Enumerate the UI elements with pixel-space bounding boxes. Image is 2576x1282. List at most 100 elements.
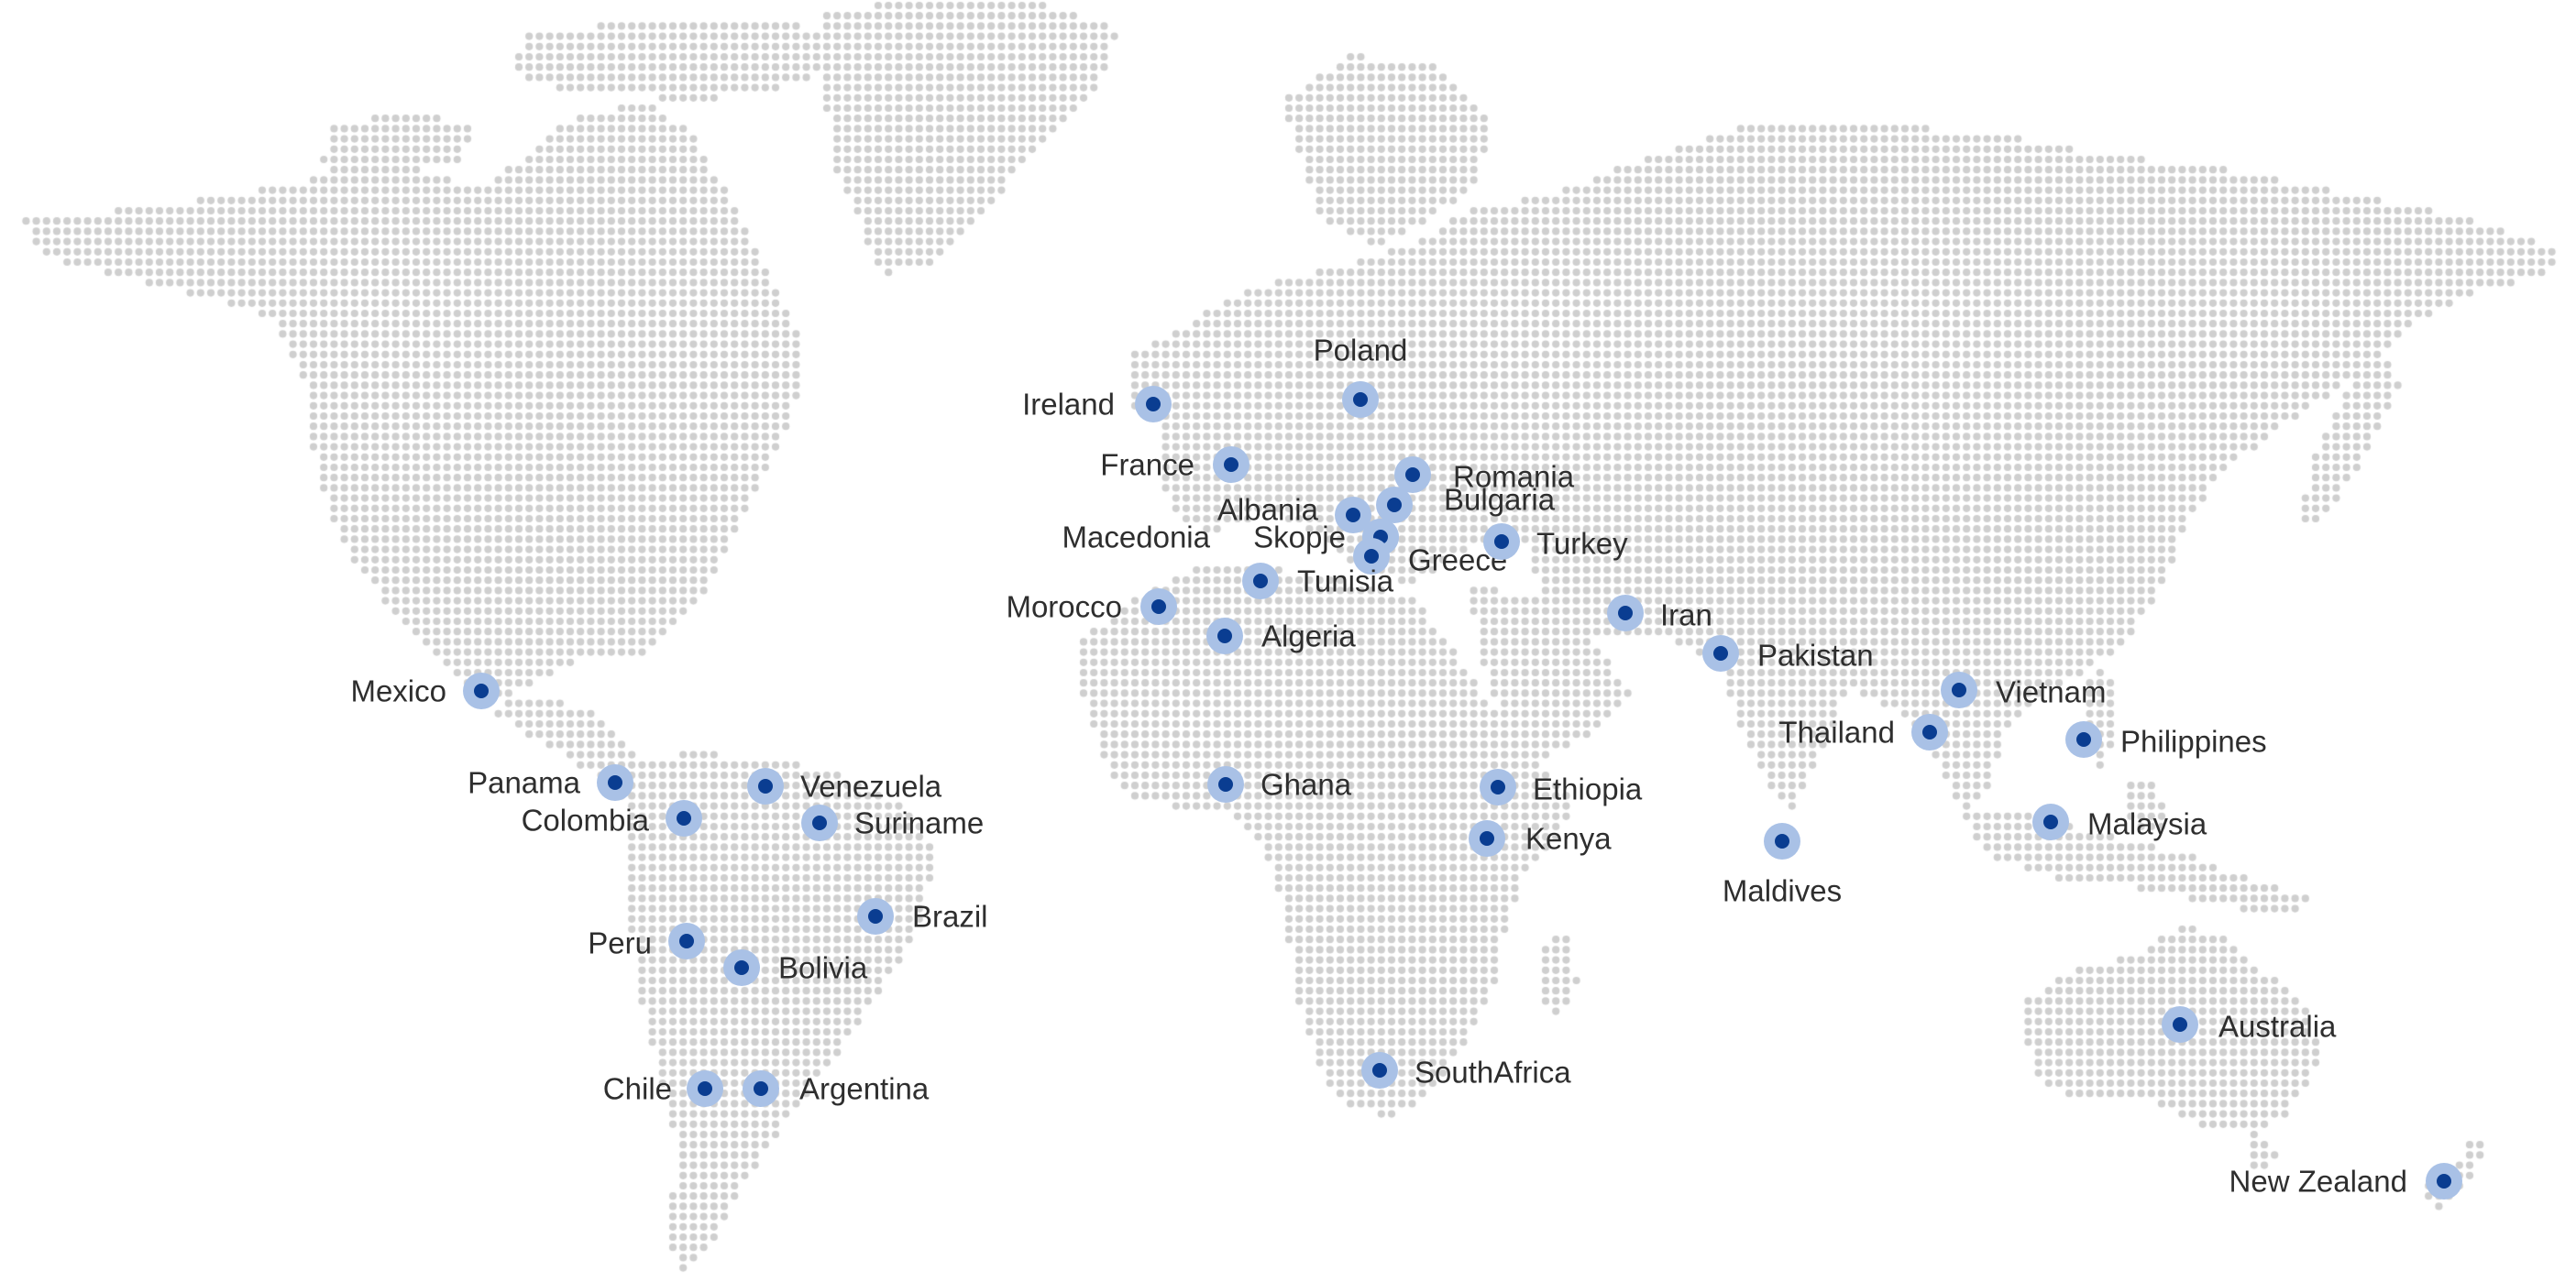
location-label-suriname: Suriname (854, 805, 985, 840)
location-label-vietnam: Vietnam (1996, 674, 2107, 709)
location-marker-core (1405, 467, 1420, 482)
location-marker-mexico[interactable] (463, 673, 500, 709)
location-label-tunisia: Tunisia (1297, 564, 1394, 598)
location-label-pakistan: Pakistan (1757, 638, 1874, 673)
location-marker-core (1151, 599, 1166, 614)
location-label-ethiopia: Ethiopia (1533, 772, 1643, 806)
location-marker-argentina[interactable] (743, 1070, 779, 1107)
location-marker-poland[interactable] (1342, 381, 1379, 418)
location-label-romania: Romania (1453, 459, 1575, 494)
location-marker-core (474, 684, 489, 698)
location-marker-pakistan[interactable] (1702, 635, 1739, 672)
location-marker-ireland[interactable] (1135, 386, 1172, 422)
location-marker-brazil[interactable] (857, 898, 894, 935)
location-label-bolivia: Bolivia (778, 950, 868, 985)
location-marker-australia[interactable] (2162, 1006, 2198, 1043)
location-marker-core (758, 779, 773, 794)
location-marker-ghana[interactable] (1207, 766, 1244, 803)
location-marker-core (1387, 498, 1402, 512)
location-marker-colombia[interactable] (666, 800, 702, 837)
location-marker-turkey[interactable] (1483, 523, 1520, 560)
location-label-new-zealand: New Zealand (2229, 1164, 2407, 1199)
location-marker-core (812, 816, 827, 830)
location-label-argentina: Argentina (799, 1071, 930, 1106)
location-marker-bolivia[interactable] (723, 949, 760, 986)
location-marker-panama[interactable] (597, 764, 633, 801)
location-label-iran: Iran (1660, 597, 1712, 632)
location-marker-core (608, 775, 622, 790)
location-label-brazil: Brazil (912, 899, 988, 934)
location-label-maldives: Maldives (1722, 873, 1843, 908)
location-label-philippines: Philippines (2120, 724, 2267, 759)
location-label-venezuela: Venezuela (800, 769, 942, 804)
location-marker-algeria[interactable] (1206, 618, 1243, 654)
location-marker-france[interactable] (1213, 446, 1249, 483)
location-label-chile: Chile (602, 1071, 672, 1106)
location-marker-core (1224, 457, 1238, 472)
location-marker-core (1480, 831, 1494, 846)
location-marker-suriname[interactable] (801, 805, 838, 841)
location-label-skopje: Skopje (1253, 520, 1346, 554)
location-label-colombia: Colombia (521, 803, 649, 838)
location-label-southafrica: SouthAfrica (1415, 1055, 1571, 1090)
location-marker-core (1618, 606, 1633, 620)
location-marker-core (1491, 780, 1505, 794)
location-marker-core (1218, 777, 1233, 792)
location-marker-southafrica[interactable] (1361, 1052, 1398, 1089)
location-marker-core (1775, 834, 1789, 849)
location-label-algeria: Algeria (1261, 619, 1356, 653)
location-marker-core (734, 960, 749, 975)
location-label-kenya: Kenya (1525, 821, 1612, 856)
location-label-peru: Peru (588, 926, 652, 960)
location-label-macedonia: Macedonia (1062, 520, 1210, 554)
location-marker-core (1713, 646, 1728, 661)
location-label-france: France (1100, 447, 1194, 482)
location-marker-core (1364, 549, 1379, 564)
location-marker-core (1922, 725, 1937, 740)
location-marker-chile[interactable] (687, 1070, 723, 1107)
location-marker-core (2076, 732, 2091, 747)
location-marker-iran[interactable] (1607, 595, 1644, 631)
location-marker-peru[interactable] (668, 923, 705, 959)
location-marker-core (868, 909, 883, 924)
location-label-panama: Panama (468, 765, 580, 800)
location-marker-venezuela[interactable] (747, 768, 784, 805)
location-marker-core (698, 1081, 712, 1096)
location-marker-malaysia[interactable] (2032, 804, 2069, 840)
location-marker-greece[interactable] (1353, 538, 1390, 575)
location-marker-tunisia[interactable] (1242, 563, 1279, 599)
location-marker-bulgaria[interactable] (1376, 487, 1413, 523)
location-marker-core (2173, 1017, 2187, 1032)
location-marker-core (1372, 1063, 1387, 1078)
location-label-ghana: Ghana (1260, 767, 1352, 802)
location-marker-morocco[interactable] (1140, 588, 1177, 625)
location-marker-philippines[interactable] (2065, 721, 2102, 758)
location-marker-core (1353, 392, 1368, 407)
location-marker-core (2437, 1174, 2451, 1189)
location-label-bulgaria: Bulgaria (1444, 482, 1556, 517)
location-marker-new-zealand[interactable] (2426, 1163, 2462, 1200)
location-label-poland: Poland (1313, 333, 1408, 367)
location-label-australia: Australia (2218, 1009, 2337, 1044)
location-label-morocco: Morocco (1006, 589, 1122, 624)
location-marker-core (1253, 574, 1268, 588)
location-marker-core (1146, 397, 1161, 411)
location-label-thailand: Thailand (1778, 715, 1895, 750)
location-marker-maldives[interactable] (1764, 823, 1800, 860)
location-marker-kenya[interactable] (1469, 820, 1505, 857)
location-marker-vietnam[interactable] (1941, 672, 1977, 708)
location-label-ireland: Ireland (1022, 387, 1115, 422)
location-label-albania: Albania (1216, 492, 1318, 527)
location-label-malaysia: Malaysia (2087, 806, 2207, 841)
location-marker-core (1346, 508, 1360, 522)
location-marker-core (1494, 534, 1509, 549)
location-label-mexico: Mexico (350, 674, 446, 708)
location-marker-thailand[interactable] (1911, 714, 1948, 751)
location-marker-core (1217, 629, 1232, 643)
location-marker-core (679, 934, 694, 948)
location-marker-ethiopia[interactable] (1480, 769, 1516, 805)
location-label-turkey: Turkey (1536, 526, 1628, 561)
location-marker-core (1952, 683, 1966, 697)
